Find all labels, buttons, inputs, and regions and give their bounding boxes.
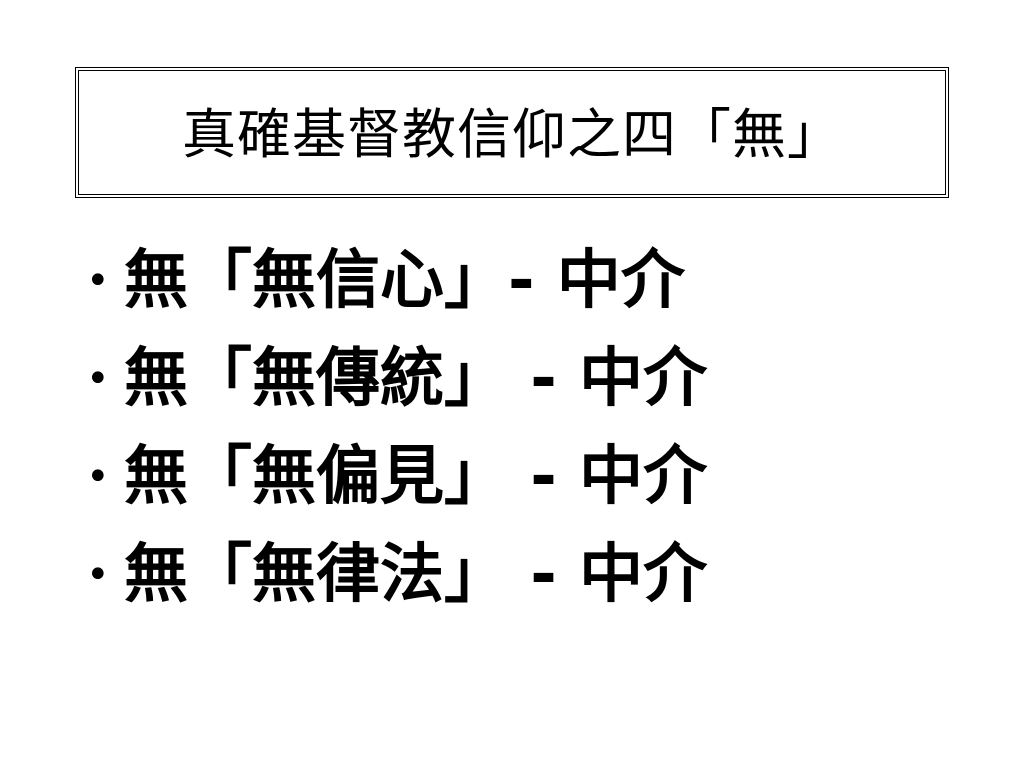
bullet-list: • 無「無信心」- 中介 • 無「無傳統」 - 中介 • 無「無偏見」 - 中介… — [86, 232, 986, 624]
bullet-icon: • — [86, 552, 110, 598]
slide-title: 真確基督教信仰之四「無」 — [182, 102, 842, 166]
list-item: • 無「無律法」 - 中介 — [86, 526, 986, 624]
bullet-icon: • — [86, 258, 110, 304]
bullet-icon: • — [86, 356, 110, 402]
bullet-text: 無「無律法」 - 中介 — [124, 538, 708, 612]
title-box: 真確基督教信仰之四「無」 — [75, 67, 949, 198]
list-item: • 無「無信心」- 中介 — [86, 232, 986, 330]
bullet-text: 無「無傳統」 - 中介 — [124, 342, 708, 416]
bullet-text: 無「無信心」- 中介 — [124, 244, 685, 318]
list-item: • 無「無傳統」 - 中介 — [86, 330, 986, 428]
bullet-text: 無「無偏見」 - 中介 — [124, 440, 708, 514]
list-item: • 無「無偏見」 - 中介 — [86, 428, 986, 526]
bullet-icon: • — [86, 454, 110, 500]
